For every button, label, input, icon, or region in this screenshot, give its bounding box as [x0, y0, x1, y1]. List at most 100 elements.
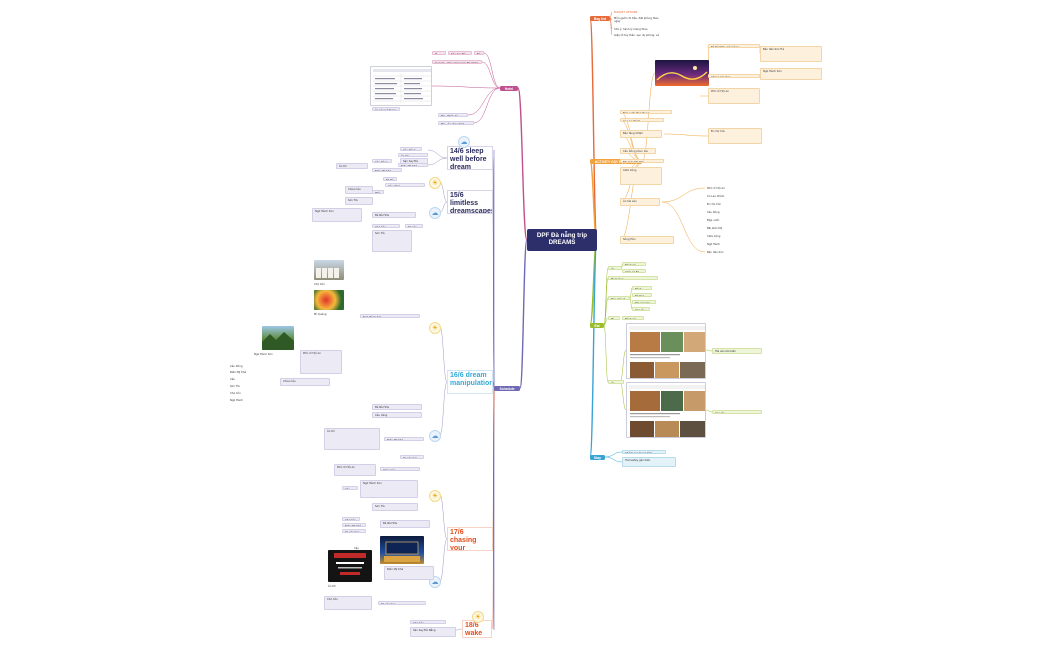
schedule-item[interactable]: Ngũ Hành Sơn [360, 314, 420, 318]
eat-item[interactable]: Bê thui Cầu Mống [632, 293, 652, 297]
schedule-item[interactable]: Sơn Trà [372, 503, 418, 511]
branch-eat[interactable]: Eat [590, 323, 604, 328]
schedule-item[interactable]: Biển Mỹ Khê [384, 437, 424, 441]
activity-item[interactable]: Bà Nà Hills, Cầu Vàng [708, 44, 760, 48]
eat-item[interactable]: Hải sản bãi biển [632, 300, 656, 304]
eat-item[interactable]: Bún chả cá [608, 296, 630, 300]
bag-item[interactable]: BUDGET OPTIONS [614, 11, 638, 14]
activity-item[interactable]: Bảo tàng Chăm [620, 130, 662, 138]
bag-item[interactable]: Mỗi người chi tiêu, đặt phòng theo ngày [614, 17, 659, 24]
hotel-item[interactable]: Ăn sáng ở Trung tâm [372, 107, 400, 111]
schedule-item[interactable]: Biển Mỹ Khê [398, 163, 428, 167]
day-14-node[interactable]: 14/6 sleep well before dream [447, 146, 493, 170]
branch-activity[interactable]: ACTIVITY GỢI Ý (optional) [590, 159, 642, 164]
eat-item[interactable]: Bánh mì Phượng [622, 262, 646, 266]
branch-bag-list[interactable]: Bag list [590, 16, 610, 21]
schedule-sub[interactable]: Sơn Trà [230, 385, 240, 388]
schedule-item[interactable]: Ngũ Hành Sơn [312, 208, 362, 222]
eat-link[interactable]: Hải sản bãi biển [712, 348, 762, 354]
schedule-item[interactable]: Sân bay Đà Nẵng [410, 627, 456, 637]
schedule-item[interactable]: Phố cổ Hội An [372, 190, 384, 194]
stay-item[interactable]: Homestay gần biển [622, 457, 676, 467]
activity-item[interactable]: Bãi biển Mỹ Khê [620, 159, 664, 163]
activity-sub[interactable]: Bãi biển Mỹ Khê [707, 227, 723, 230]
activity-item[interactable]: Đập nước Hòa Trung [620, 110, 672, 114]
day-15-node[interactable]: 15/6 limitless dreamscapes [447, 190, 493, 214]
schedule-item[interactable]: Bà Nà Hills [380, 520, 430, 528]
stay-item[interactable]: Khách sạn trung tâm [622, 450, 666, 454]
schedule-sub[interactable]: Cầu Vàng [230, 378, 236, 381]
schedule-item[interactable]: Cầu Rồng [400, 147, 422, 151]
schedule-sub[interactable]: Biển Mỹ Khê [230, 371, 247, 374]
schedule-item[interactable]: Cầu Rồng [342, 486, 358, 490]
eat-item[interactable]: Bánh mì Phượng [622, 316, 644, 320]
eat-item[interactable]: Bánh tráng cuốn [632, 286, 652, 290]
schedule-sub[interactable]: Chợ Cồn [230, 392, 241, 395]
activity-item[interactable]: Đi chợ Cồn [708, 128, 762, 144]
schedule-item[interactable]: Ngũ Hành Sơn [360, 480, 418, 498]
schedule-sub[interactable]: Cầu Rồng [354, 547, 360, 550]
activity-sub[interactable]: Đi chợ Cồn [707, 203, 722, 206]
hotel-item[interactable]: Ở Check: [432, 51, 446, 55]
eat-item[interactable]: Mì Quảng [608, 316, 620, 320]
activity-item[interactable]: Ngũ Hành Sơn [760, 68, 822, 80]
activity-item[interactable]: Cafe Cộng [620, 167, 662, 185]
schedule-item[interactable]: Ăn tối [398, 153, 428, 157]
schedule-item[interactable]: Chợ Cồn [372, 224, 400, 228]
schedule-item[interactable]: Cầu Vàng [372, 412, 422, 418]
schedule-item[interactable]: Phố cổ Hội An [334, 464, 376, 476]
schedule-item[interactable]: Ra sân bay [378, 601, 426, 605]
schedule-sub[interactable]: Cầu Rồng [230, 365, 243, 368]
activity-sub[interactable]: Đập nước Hòa Trung [707, 219, 720, 222]
schedule-item[interactable]: Sơn Trà [372, 230, 412, 252]
branch-stay[interactable]: Stay [590, 455, 605, 460]
day-18-node[interactable]: 18/6 wake up [462, 620, 492, 638]
branch-hotel[interactable]: Hotel [500, 86, 518, 91]
schedule-sub[interactable]: Ngũ Hành Sơn [230, 399, 243, 402]
activity-item[interactable]: Sông Hàn [620, 236, 674, 244]
hotel-item[interactable]: Mỹ - Ăn chay Tịnh Dương [438, 121, 474, 125]
activity-sub[interactable]: Cafe Cộng [707, 235, 721, 238]
schedule-item[interactable]: Biển Mỹ Khê [372, 168, 402, 172]
schedule-item[interactable]: Biển Mỹ Khê [342, 523, 366, 527]
schedule-item[interactable]: Ăn tối [324, 428, 380, 450]
eat-item[interactable]: Ăn sáng [608, 380, 624, 384]
schedule-item[interactable]: Cầu Vàng [385, 183, 425, 187]
schedule-item[interactable]: Sơn Trà [345, 197, 373, 205]
activity-sub[interactable]: Phố cổ Hội An [707, 187, 725, 190]
activity-sub[interactable]: Cù Lao Chàm [707, 195, 725, 198]
activity-item[interactable]: Cầu Rồng phun lửa [620, 148, 656, 154]
schedule-item[interactable]: Chùa Cầu [345, 186, 373, 194]
branch-schedule[interactable]: Schedule [494, 386, 520, 391]
activity-item[interactable]: Ăn hải sản [620, 198, 660, 206]
day-17-node[interactable]: 17/6 chasing your dreams [447, 527, 493, 551]
hotel-item[interactable]: Dự kiến - Đón phòng tại TP, Hotel Miêu S… [432, 60, 482, 64]
hotel-item[interactable]: Đà Nẵng [474, 51, 484, 55]
schedule-item[interactable]: Ăn tối [336, 163, 368, 169]
schedule-item[interactable]: Chùa Cầu [280, 378, 330, 386]
schedule-item[interactable]: Ra sân bay [342, 529, 366, 533]
bag-item[interactable]: Chú ý: hành lý mang theo [614, 28, 648, 31]
activity-sub[interactable]: Cầu Rồng phun lửa [707, 211, 720, 214]
eat-item[interactable]: Cơm gà Bà Buội [622, 269, 646, 273]
eat-item[interactable]: Mì Quảng [608, 276, 658, 280]
schedule-item[interactable]: Ra sân bay [400, 455, 424, 459]
schedule-item[interactable]: Bà Nà Hills [372, 404, 422, 410]
activity-sub[interactable]: Bán đảo Sơn Trà [707, 251, 724, 254]
activity-sub[interactable]: Ngũ Hành Sơn [707, 243, 720, 246]
activity-item[interactable]: Cù Lao Chàm [620, 118, 664, 122]
schedule-item[interactable]: Phố cổ Hội An [300, 350, 342, 374]
activity-item[interactable]: Phố cổ Hội An [708, 88, 760, 104]
schedule-item[interactable]: Chợ Cồn [324, 596, 372, 610]
schedule-item[interactable]: Ra sân bay [405, 224, 423, 228]
hotel-item[interactable]: Sân bay Đà Nẵng [448, 51, 472, 55]
schedule-item[interactable]: Chùa Cầu [380, 467, 420, 471]
activity-item[interactable]: Chùa Linh Ứng [708, 74, 760, 78]
schedule-item[interactable]: Bà Nà Hills [372, 212, 416, 218]
schedule-item[interactable]: Chợ Cồn [342, 517, 360, 521]
schedule-item[interactable]: Bà Nà Hills [383, 177, 397, 181]
eat-link[interactable]: Cao lầu [712, 410, 762, 414]
eat-item[interactable]: Cao lầu [632, 307, 650, 311]
hotel-item[interactable]: Mỹ - Nhận từ phòng [438, 113, 468, 117]
activity-item[interactable]: Bán đảo Sơn Trà [760, 46, 822, 62]
